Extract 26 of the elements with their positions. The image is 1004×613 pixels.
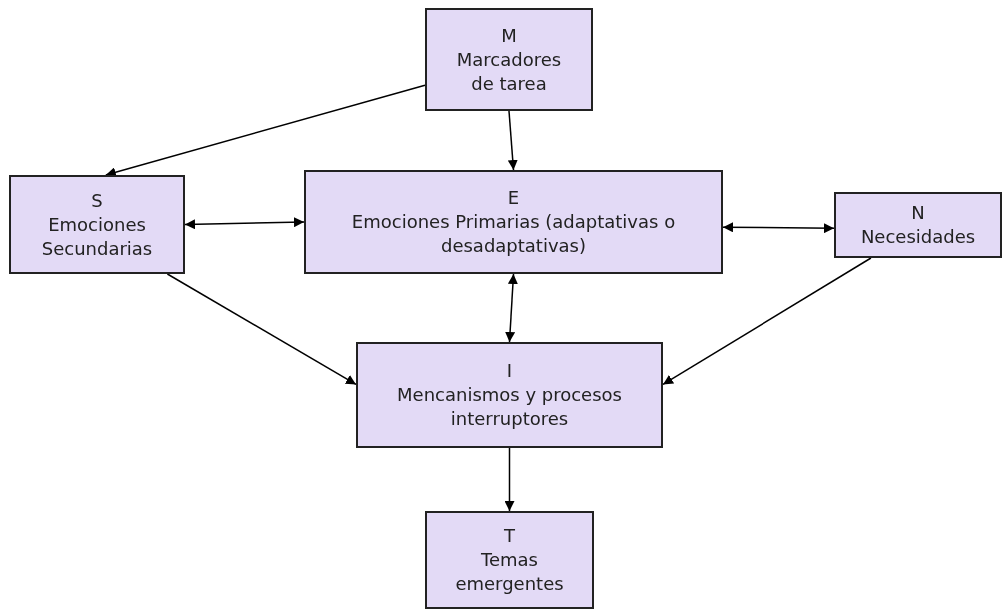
arrow xyxy=(722,222,835,234)
process-box xyxy=(425,8,593,111)
box-letter: T xyxy=(504,524,515,548)
box-letter: M xyxy=(501,23,517,48)
box-title: Mencanismos y procesos interruptores xyxy=(396,383,623,431)
box-letter: E xyxy=(507,186,520,210)
box-letter: I xyxy=(506,359,513,383)
arrow xyxy=(166,273,357,386)
process-box xyxy=(834,192,1002,258)
box-title: Emociones Primarias (adaptativas o desadaptativas) xyxy=(350,210,677,258)
box-title: Temas emergentes xyxy=(454,548,565,596)
arrow xyxy=(105,84,426,178)
arrow xyxy=(504,447,515,512)
process-box xyxy=(356,342,663,448)
arrow xyxy=(662,257,872,386)
process-box xyxy=(425,511,594,609)
arrow xyxy=(505,273,518,343)
box-letter: N xyxy=(911,201,925,225)
arrow xyxy=(184,217,305,230)
process-box xyxy=(304,170,723,274)
box-letter: S xyxy=(91,188,103,213)
box-title: Marcadores de tarea xyxy=(455,47,563,96)
process-box xyxy=(9,175,185,274)
box-title: Emociones Secundarias xyxy=(40,212,154,261)
box-title: Necesidades xyxy=(859,225,977,249)
arrow xyxy=(507,110,518,171)
